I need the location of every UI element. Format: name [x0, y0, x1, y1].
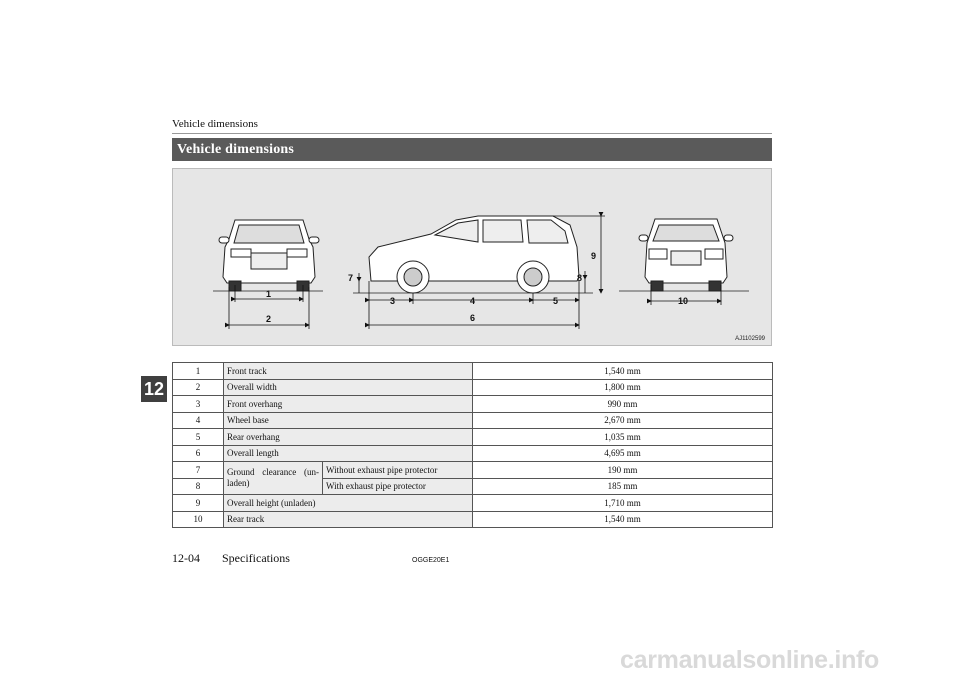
row-subitem: Without exhaust pipe protector [322, 461, 473, 479]
table-row: 3 Front overhang 990 mm [172, 395, 773, 413]
callout-1: 1 [266, 289, 271, 299]
table-row: 5 Rear overhang 1,035 mm [172, 428, 773, 446]
side-view-car [368, 215, 580, 294]
row-value: 1,035 mm [472, 428, 773, 446]
section-title: Vehicle dimensions [172, 138, 772, 161]
footer-section-title: Specifications [222, 551, 290, 565]
table-row: 9 Overall height (unladen) 1,710 mm [172, 494, 773, 512]
row-value: 990 mm [472, 395, 773, 413]
row-value: 1,540 mm [472, 362, 773, 380]
watermark-link[interactable]: carmanualsonline.info [620, 646, 880, 674]
callout-3: 3 [390, 296, 395, 306]
row-value: 190 mm [472, 461, 773, 479]
row-number: 6 [172, 444, 224, 462]
row-number: 5 [172, 428, 224, 446]
vehicle-diagram: 1 2 3 4 5 6 7 8 9 10 [213, 212, 749, 329]
vehicle-dimensions-figure: 1 2 3 4 5 6 7 8 9 10 AJ1102599 [172, 168, 772, 346]
row-value: 2,670 mm [472, 411, 773, 429]
callout-10: 10 [678, 296, 688, 306]
row-value: 1,800 mm [472, 378, 773, 396]
rear-view-car [638, 218, 734, 292]
row-number: 2 [172, 378, 224, 396]
callout-6: 6 [470, 313, 475, 323]
document-code: OGGE20E1 [412, 557, 450, 564]
row-item-ground-clearance: Ground clearance (un-laden) [223, 461, 323, 495]
row-item: Overall width [223, 378, 473, 396]
table-row: 10 Rear track 1,540 mm [172, 510, 773, 528]
front-view-car [218, 219, 320, 292]
table-row: 4 Wheel base 2,670 mm [172, 411, 773, 429]
row-item: Rear track [223, 510, 473, 528]
callout-8: 8 [577, 273, 582, 283]
header-rule [172, 133, 772, 134]
row-number: 8 [172, 477, 224, 495]
running-header: Vehicle dimensions [172, 118, 258, 130]
page-number: 12-04 [172, 551, 200, 565]
chapter-tab: 12 [141, 376, 167, 402]
callout-9: 9 [591, 251, 596, 261]
row-number: 1 [172, 362, 224, 380]
row-value: 1,540 mm [472, 510, 773, 528]
row-value: 1,710 mm [472, 494, 773, 512]
table-row: 6 Overall length 4,695 mm [172, 444, 773, 462]
row-item: Rear overhang [223, 428, 473, 446]
callout-7: 7 [348, 273, 353, 283]
row-item: Front track [223, 362, 473, 380]
row-number: 4 [172, 411, 224, 429]
callout-4: 4 [470, 296, 475, 306]
table-row: 1 Front track 1,540 mm [172, 362, 773, 380]
table-row: 2 Overall width 1,800 mm [172, 378, 773, 396]
table-row: 7 Ground clearance (un-laden) Without ex… [172, 461, 773, 495]
row-value: 185 mm [472, 477, 773, 495]
figure-code: AJ1102599 [735, 336, 765, 342]
dimensions-table: 1 Front track 1,540 mm 2 Overall width 1… [172, 362, 773, 528]
row-number: 3 [172, 395, 224, 413]
row-item: Front overhang [223, 395, 473, 413]
row-number: 9 [172, 494, 224, 512]
row-subitem: With exhaust pipe protector [322, 477, 473, 495]
row-item: Wheel base [223, 411, 473, 429]
row-item: Overall length [223, 444, 473, 462]
row-value: 4,695 mm [472, 444, 773, 462]
callout-2: 2 [266, 314, 271, 324]
callout-5: 5 [553, 296, 558, 306]
ground-lines [213, 290, 749, 294]
row-item: Overall height (unladen) [223, 494, 473, 512]
row-number: 10 [172, 510, 224, 528]
row-number: 7 [172, 461, 224, 479]
